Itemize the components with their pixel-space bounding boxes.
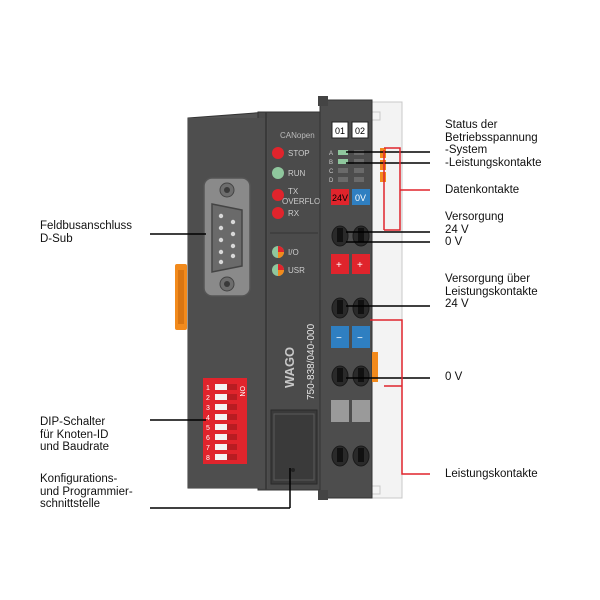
wire-entry-slot <box>337 448 343 462</box>
svg-text:RUN: RUN <box>288 169 306 178</box>
dip-number: 5 <box>206 425 210 432</box>
dip-switch-knob <box>227 434 237 440</box>
wire-entry-slot <box>358 448 364 462</box>
slot-02-label: 02 <box>355 126 365 136</box>
dip-switch-knob <box>227 414 237 420</box>
dip-switch-5[interactable] <box>215 424 237 430</box>
label-dip-switch: DIP-Schalter für Knoten-ID und Baudrate <box>40 416 110 453</box>
config-port <box>270 409 318 485</box>
dip-switch-knob <box>227 454 237 460</box>
pe-button-2[interactable] <box>352 400 370 422</box>
svg-text:TX: TX <box>288 187 299 196</box>
status-letter: D <box>329 178 334 184</box>
terminal-24v-label: 24V <box>332 193 348 203</box>
dip-switch-1[interactable] <box>215 384 237 390</box>
dip-number: 7 <box>206 445 210 452</box>
dip-switch-8[interactable] <box>215 454 237 460</box>
led-stop: STOP <box>272 147 310 159</box>
svg-text:I/O: I/O <box>288 248 299 257</box>
terminal-24v-tag <box>331 189 349 205</box>
terminal-0v-label: 0V <box>355 193 366 203</box>
plus-button-1[interactable] <box>331 254 349 274</box>
label-feldbus: Feldbusanschluss D-Sub <box>40 220 133 245</box>
minus-button-2[interactable] <box>352 326 370 348</box>
wire-entry-slot <box>358 368 364 382</box>
svg-text:+: + <box>336 260 342 271</box>
status-led <box>338 159 348 164</box>
status-led <box>338 177 348 182</box>
dip-switch-4[interactable] <box>215 414 237 420</box>
protocol-label: CANopen <box>280 131 315 140</box>
dip-number: 8 <box>206 455 210 462</box>
wago-logo: WAGO <box>282 347 297 388</box>
label-leistungskontakte: Leistungskontakte <box>445 468 538 480</box>
svg-text:OVERFLOW: OVERFLOW <box>282 197 328 206</box>
led-usr: USR <box>272 264 305 276</box>
status-led <box>354 159 364 164</box>
label-zero-v: 0 V <box>445 371 463 383</box>
svg-text:USR: USR <box>288 266 305 275</box>
wire-entry-slot <box>337 228 343 242</box>
slot-02-tag <box>351 121 369 139</box>
dip-number: 3 <box>206 405 210 412</box>
wire-entry-slot <box>358 228 364 242</box>
pe-button-1[interactable] <box>331 400 349 422</box>
dip-switch-knob <box>227 394 237 400</box>
dip-number: 1 <box>206 385 210 392</box>
dip-switch-3[interactable] <box>215 404 237 410</box>
dip-number: 2 <box>206 395 210 402</box>
dip-switch-knob <box>227 384 237 390</box>
slot-01-tag <box>331 121 349 139</box>
svg-text:STOP: STOP <box>288 149 310 158</box>
svg-text:+: + <box>357 260 363 271</box>
svg-text:−: − <box>336 333 342 344</box>
dsub-connector <box>203 177 251 297</box>
label-datenkontakte: Datenkontakte <box>445 184 520 196</box>
wire-entry-slot <box>337 368 343 382</box>
dip-switch: 1 2 3 4 5 6 7 8 ON <box>203 378 247 464</box>
label-versorgung: Versorgung 24 V 0 V <box>445 211 504 248</box>
led-tx-overflow: TX OVERFLOW <box>272 187 328 206</box>
wire-entry-slot <box>337 300 343 314</box>
label-status: Status der Betriebsspannung -System -Lei… <box>445 119 542 169</box>
dip-switch-7[interactable] <box>215 444 237 450</box>
status-letter: B <box>329 160 333 166</box>
dip-on-label: ON <box>238 386 245 397</box>
dip-switch-2[interactable] <box>215 394 237 400</box>
dip-number: 4 <box>206 415 210 422</box>
dip-switch-knob <box>227 424 237 430</box>
svg-text:RX: RX <box>288 209 300 218</box>
minus-button-1[interactable] <box>331 326 349 348</box>
plus-button-2[interactable] <box>352 254 370 274</box>
status-led <box>354 177 364 182</box>
dip-switch-knob <box>227 444 237 450</box>
status-letter: A <box>329 151 333 157</box>
status-letter: C <box>329 169 334 175</box>
label-versorgung-leistungskontakte: Versorgung über Leistungskontakte 24 V <box>445 273 538 310</box>
status-led <box>338 168 348 173</box>
wire-entry-slot <box>358 300 364 314</box>
status-led <box>354 168 364 173</box>
part-number: 750-838/040-000 <box>306 323 317 400</box>
terminal-0v-tag <box>352 189 370 205</box>
dip-switch-6[interactable] <box>215 434 237 440</box>
dip-switch-knob <box>227 404 237 410</box>
led-rx: RX <box>272 207 300 219</box>
slot-01-label: 01 <box>335 126 345 136</box>
controller-housing: 1 2 3 4 5 6 7 8 ON CANopen STOP RUN TX OVERFLOW… <box>175 111 328 491</box>
dip-number: 6 <box>206 435 210 442</box>
leader-lines <box>150 147 430 509</box>
status-led <box>338 150 348 155</box>
svg-text:−: − <box>357 333 363 344</box>
label-config-interface: Konfigurations- und Programmier- schnitt… <box>40 473 133 510</box>
led-run: RUN <box>272 167 306 179</box>
led-io: I/O <box>272 246 299 258</box>
